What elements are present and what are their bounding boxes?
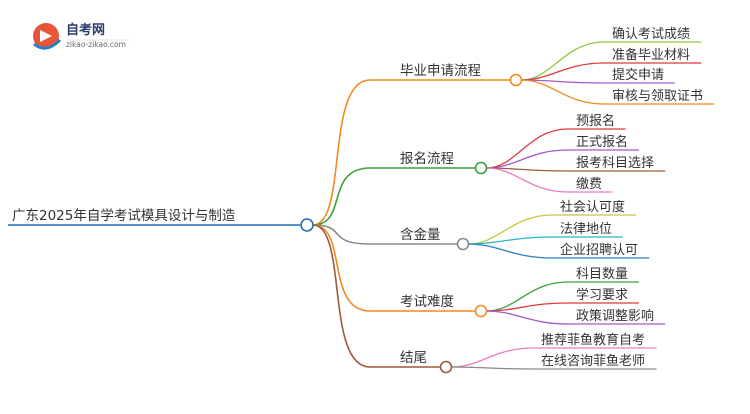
logo-domain: zikao-zikao.com [66, 40, 126, 49]
branch-label[interactable]: 考试难度 [400, 294, 454, 310]
leaf-label[interactable]: 推荐菲鱼教育自考 [541, 332, 645, 348]
leaf-connector [521, 79, 675, 84]
leaf-connector [486, 167, 666, 172]
branch-label[interactable]: 报名流程 [400, 151, 454, 167]
branch-connector [312, 167, 475, 226]
branch-node-circle[interactable] [456, 237, 470, 251]
leaf-connector [486, 310, 666, 325]
branch-connector [312, 79, 510, 226]
branch-connector [312, 224, 475, 312]
leaf-label[interactable]: 报考科目选择 [576, 156, 654, 171]
leaf-label[interactable]: 审核与领取证书 [612, 89, 703, 104]
branch-label[interactable]: 毕业申请流程 [400, 63, 481, 79]
leaf-label[interactable]: 缴费 [576, 177, 602, 192]
leaf-connector [451, 347, 657, 368]
branch-connector [312, 224, 440, 368]
leaf-connector [486, 281, 639, 312]
branch-label[interactable]: 含金量 [400, 227, 441, 243]
branch-node-circle[interactable] [474, 304, 488, 318]
leaf-connector [468, 236, 623, 245]
leaf-connector [521, 79, 715, 105]
branch-node-circle[interactable] [439, 360, 453, 374]
mindmap-edges [8, 41, 715, 370]
leaf-connector [486, 149, 639, 169]
branch-node-circle[interactable] [509, 73, 523, 87]
leaf-label[interactable]: 预报名 [576, 113, 615, 129]
leaf-connector [451, 366, 657, 370]
leaf-label[interactable]: 企业招聘认可 [560, 242, 638, 258]
leaf-label[interactable]: 政策调整影响 [576, 308, 654, 324]
leaf-label[interactable]: 法律地位 [560, 222, 612, 237]
mindmap-nodes: 广东2025年自学考试模具设计与制造 毕业申请流程 确认考试成绩准备毕业材料提交申请… [12, 27, 703, 374]
leaf-connector [468, 214, 636, 245]
leaf-label[interactable]: 正式报名 [576, 134, 628, 150]
leaf-label[interactable]: 准备毕业材料 [612, 47, 690, 63]
leaf-connector [486, 302, 639, 312]
leaf-connector [468, 243, 650, 259]
branch-label[interactable]: 结尾 [400, 350, 427, 366]
logo-name: 自考网 [66, 22, 105, 38]
leaf-label[interactable]: 确认考试成绩 [612, 27, 690, 42]
leaf-label[interactable]: 社会认可度 [560, 199, 625, 215]
leaf-connector [521, 41, 702, 81]
logo-icon [33, 23, 62, 50]
leaf-label[interactable]: 提交申请 [612, 67, 664, 83]
root-node-circle[interactable] [300, 218, 314, 232]
leaf-label[interactable]: 在线咨询菲鱼老师 [541, 353, 645, 369]
root-topic[interactable]: 广东2025年自学考试模具设计与制造 [12, 208, 236, 224]
branch-node-circle[interactable] [474, 161, 488, 175]
branch-connector [312, 224, 457, 245]
leaf-connector [486, 167, 613, 193]
leaf-label[interactable]: 学习要求 [576, 287, 628, 303]
site-logo[interactable]: 自考网 zikao-zikao.com [33, 22, 130, 50]
leaf-connector [486, 128, 626, 169]
leaf-label[interactable]: 科目数量 [576, 267, 628, 282]
leaf-connector [521, 62, 702, 81]
